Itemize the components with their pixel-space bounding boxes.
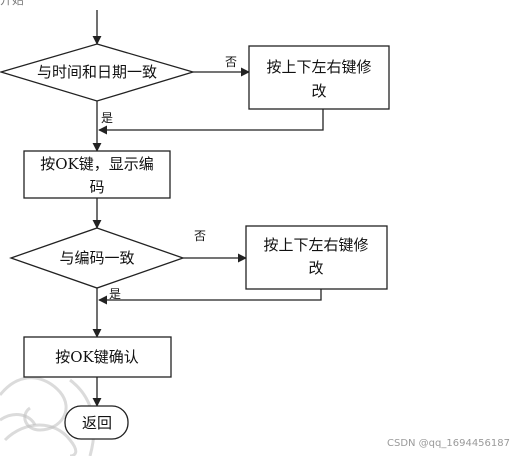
modify-box-2-line-2: 改 [308, 259, 323, 277]
modify-box-1-line-1: 按上下左右键修 [266, 58, 371, 76]
decision-code-label: 与编码一致 [59, 249, 134, 267]
modify-box-2-line-1: 按上下左右键修 [263, 236, 368, 254]
confirm-label: 按OK键确认 [55, 348, 139, 366]
top-cut-label: 开始 [0, 0, 24, 7]
return-terminator [64, 405, 129, 440]
modify-box-1 [248, 45, 390, 110]
loop-back-arrow-1 [98, 109, 324, 135]
watermark-text: CSDN @qq_1694456187 [387, 438, 510, 449]
no-label-1: 否 [225, 55, 237, 69]
yes-label-2: 是 [109, 287, 121, 301]
modify-box-2 [245, 225, 388, 290]
return-label: 返回 [82, 414, 112, 432]
modify-box-1-line-2: 改 [311, 82, 326, 100]
yes-label-1: 是 [101, 111, 113, 125]
no-label-2: 否 [194, 229, 206, 243]
decision-time-date-label: 与时间和日期一致 [37, 63, 157, 81]
display-code-line-2: 码 [89, 178, 104, 196]
confirm-box [23, 336, 172, 378]
display-code-line-1: 按OK键，显示编 [40, 155, 154, 173]
loop-back-arrow-2 [98, 289, 322, 305]
